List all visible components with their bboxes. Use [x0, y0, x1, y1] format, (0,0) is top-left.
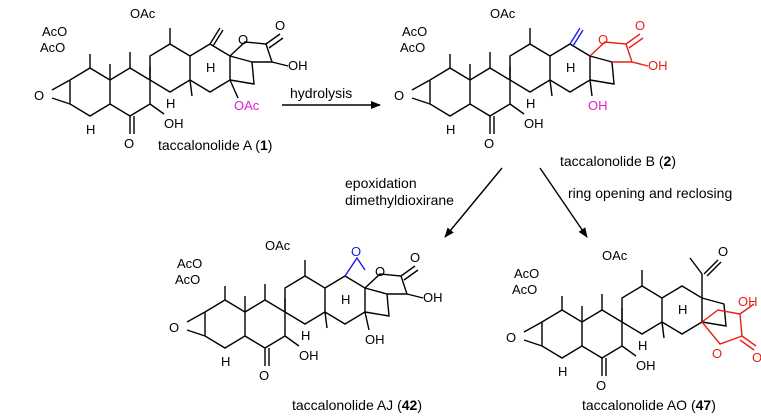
arrow-epoxidation	[444, 167, 503, 238]
atom-label: O	[484, 136, 494, 151]
atom-label-oh-red: OH	[648, 58, 668, 73]
atom-label: OH	[365, 332, 385, 347]
atom-label: O	[275, 18, 285, 33]
atom-label: O	[124, 136, 134, 151]
atom-label: OH	[423, 290, 443, 305]
atom-label: AcO	[177, 256, 202, 271]
molecule-taccalonolide-b: O AcO AcO OAc O OH OH O O OH H H H	[394, 6, 668, 151]
atom-label: OAc	[265, 238, 291, 253]
atom-label: O	[718, 244, 728, 259]
atom-label: OAc	[602, 248, 628, 263]
atom-label: H	[566, 60, 575, 75]
atom-label: O	[506, 330, 516, 345]
atom-label: H	[558, 364, 567, 379]
atom-label: OH	[288, 58, 308, 73]
molecule-taccalonolide-ao: O AcO AcO OAc O OH O OH O O H H H	[506, 244, 761, 393]
atom-label: H	[526, 96, 535, 111]
atom-label: O	[169, 320, 179, 335]
atom-label-o-red: O	[712, 346, 722, 361]
atom-label: O	[375, 264, 385, 279]
atom-label: O	[596, 378, 606, 393]
reaction-label-hydrolysis: hydrolysis	[290, 85, 352, 101]
atom-label-o-red: O	[752, 350, 761, 365]
atom-label: H	[206, 60, 215, 75]
molecule-taccalonolide-aj: O AcO AcO OAc O OH OH O O O OH H H H	[169, 238, 443, 383]
atom-label: H	[221, 354, 230, 369]
atom-label: AcO	[175, 272, 200, 287]
atom-label: AcO	[42, 24, 67, 39]
compound-label-aj: taccalonolide AJ (42)	[292, 397, 422, 413]
atom-label: O	[259, 368, 269, 383]
arrow-ring-opening	[539, 167, 588, 238]
reaction-label-ring-opening: ring opening and reclosing	[568, 185, 732, 201]
atom-label: H	[86, 122, 95, 137]
atom-label: H	[166, 96, 175, 111]
compound-label-a: taccalonolide A (1)	[158, 137, 272, 153]
atom-label: OAc	[130, 6, 156, 21]
atom-label: OH	[164, 116, 184, 131]
atom-label-o-red: O	[635, 18, 645, 33]
atom-label: H	[446, 122, 455, 137]
atom-label-oac-pink: OAc	[234, 98, 260, 113]
compound-label-ao: taccalonolide AO (47)	[582, 397, 716, 413]
atom-label: O	[238, 32, 248, 47]
atom-label: OH	[636, 358, 656, 373]
atom-label: O	[34, 88, 44, 103]
atom-label: H	[301, 328, 310, 343]
atom-label: AcO	[40, 40, 65, 55]
reaction-label-dimethyldioxirane: dimethyldioxirane	[345, 192, 454, 208]
atom-label: AcO	[400, 40, 425, 55]
atom-label: H	[638, 338, 647, 353]
compound-label-b: taccalonolide B (2)	[560, 153, 676, 169]
atom-label-o-blue: O	[351, 244, 361, 259]
atom-label-oh-pink: OH	[588, 98, 608, 113]
atom-label: AcO	[514, 266, 539, 281]
reaction-label-epoxidation: epoxidation	[345, 175, 417, 191]
atom-label: H	[678, 302, 687, 317]
atom-label: AcO	[512, 282, 537, 297]
atom-label: AcO	[402, 24, 427, 39]
atom-label: OH	[299, 348, 319, 363]
atom-label: O	[410, 250, 420, 265]
atom-label: OAc	[490, 6, 516, 21]
molecule-taccalonolide-a: O AcO AcO OAc O OH OH O O OAc H H H	[34, 6, 308, 151]
atom-label: H	[341, 292, 350, 307]
atom-label: OH	[524, 116, 544, 131]
atom-label-oh-red: OH	[738, 294, 758, 309]
atom-label-o-red: O	[598, 32, 608, 47]
atom-label: O	[394, 88, 404, 103]
